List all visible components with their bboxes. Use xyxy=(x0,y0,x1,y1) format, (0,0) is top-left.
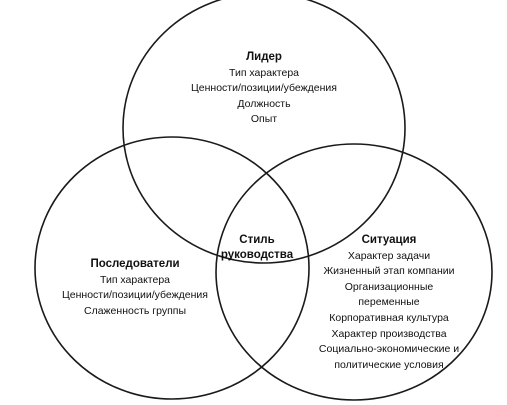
followers-circle xyxy=(34,136,310,400)
situation-item: политические условия xyxy=(334,358,444,371)
followers-label-group: Последователи Тип характера Ценности/поз… xyxy=(50,257,220,319)
center-label-line2: руководства xyxy=(220,249,294,261)
center-label-line1: Стиль xyxy=(239,234,275,246)
situation-circle xyxy=(215,143,493,401)
situation-item: Характер задачи xyxy=(347,249,431,262)
followers-item: Слаженность группы xyxy=(83,304,187,317)
leader-item: Опыт xyxy=(250,113,278,126)
leader-label-group: Лидер Тип характера Ценности/позиции/убе… xyxy=(184,50,344,128)
situation-item: Характер производства xyxy=(331,327,447,340)
leader-item: Тип характера xyxy=(229,66,299,79)
situation-item: Жизненный этап компании xyxy=(323,265,455,278)
leader-item: Ценности/позиции/убеждения xyxy=(191,82,337,95)
leader-circle xyxy=(122,0,406,264)
situation-item: переменные xyxy=(358,296,420,309)
followers-item: Тип характера xyxy=(100,273,170,286)
leader-item: Должность xyxy=(237,97,291,110)
situation-item: Корпоративная культура xyxy=(329,311,449,324)
followers-title: Последователи xyxy=(90,258,180,270)
situation-item: Организационные xyxy=(344,280,434,293)
followers-item: Ценности/позиции/убеждения xyxy=(62,289,208,302)
center-label-group: Стиль руководства xyxy=(214,233,300,263)
situation-item: Социально-экономические и xyxy=(318,343,460,356)
situation-title: Ситуация xyxy=(361,234,417,246)
leader-title: Лидер xyxy=(246,51,282,63)
situation-label-group: Ситуация Характер задачи Жизненный этап … xyxy=(304,233,474,373)
